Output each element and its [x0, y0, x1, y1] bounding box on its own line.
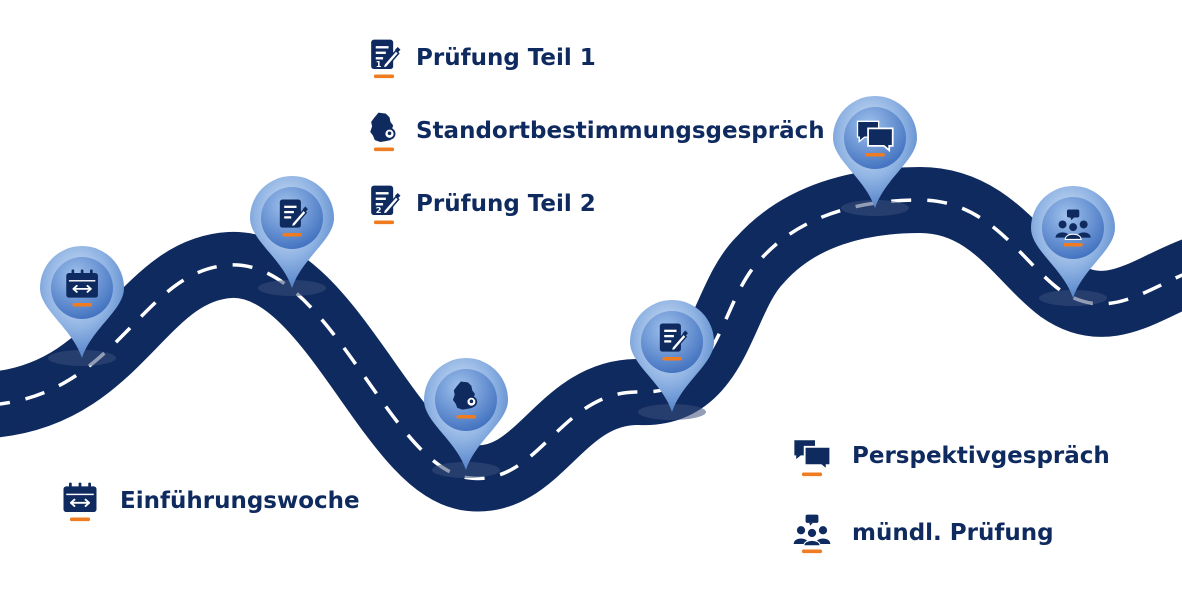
legend-einfuehrungswoche: Einführungswoche [58, 478, 360, 524]
legend-pruefung-teil-2: 2 Prüfung Teil 2 [362, 181, 596, 227]
milestone-pin [1031, 186, 1115, 306]
calendar-icon [66, 269, 98, 307]
legend-perspektivgespraech: Perspektivgespräch [790, 433, 1110, 479]
legend-muendl-pruefung: mündl. Prüfung [790, 510, 1054, 556]
milestone-pin [250, 176, 334, 296]
milestone-pin [424, 358, 508, 478]
exam-form-icon: 2 [362, 181, 406, 227]
milestone-pin [833, 96, 917, 216]
milestone-pin [630, 300, 714, 420]
legend-label: Prüfung Teil 1 [416, 45, 596, 71]
legend-label: Einführungswoche [120, 488, 360, 514]
group-discussion-icon [1055, 209, 1091, 247]
svg-text:1: 1 [376, 59, 382, 69]
legend-label: mündl. Prüfung [852, 520, 1054, 546]
germany-location-icon [452, 381, 478, 419]
exam-form-icon [279, 199, 308, 237]
calendar-icon [58, 478, 102, 524]
legend-label: Perspektivgespräch [852, 443, 1110, 469]
speech-bubbles-icon [790, 433, 834, 479]
legend-label: Standortbestimmungsgespräch [416, 118, 825, 144]
legend-standortbestimmungsgespraech: Standortbestimmungsgespräch [362, 108, 825, 154]
legend-pruefung-teil-1: 1 Prüfung Teil 1 [362, 35, 596, 81]
exam-form-icon [659, 323, 688, 361]
germany-location-icon [362, 108, 406, 154]
svg-text:2: 2 [376, 205, 382, 215]
milestone-pins [40, 96, 1115, 478]
exam-form-icon: 1 [362, 35, 406, 81]
speech-bubbles-icon [856, 120, 894, 157]
milestone-pin [40, 246, 124, 366]
legend-label: Prüfung Teil 2 [416, 191, 596, 217]
group-discussion-icon [790, 510, 834, 556]
